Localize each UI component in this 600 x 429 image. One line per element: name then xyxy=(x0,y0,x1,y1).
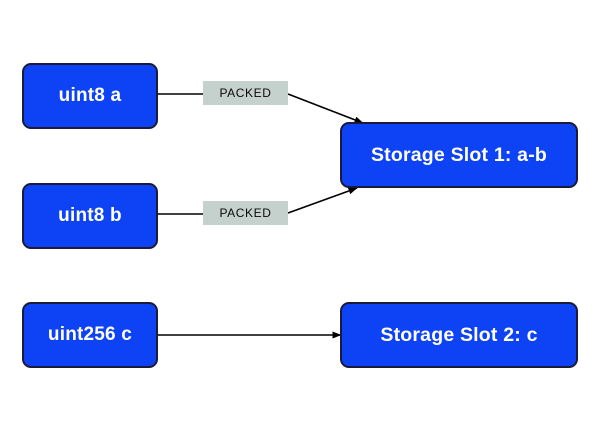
node-storage-slot-1[interactable]: Storage Slot 1: a-b xyxy=(340,122,578,188)
node-storage-slot-1-label: Storage Slot 1: a-b xyxy=(370,143,548,166)
node-variable-a-label: uint8 a xyxy=(58,85,122,106)
edge-packed-to-slot1-from-b xyxy=(287,187,358,214)
node-variable-a[interactable]: uint8 a xyxy=(22,63,158,129)
node-variable-b[interactable]: uint8 b xyxy=(22,183,158,249)
node-storage-slot-2[interactable]: Storage Slot 2: c xyxy=(340,302,578,368)
edge-packed-to-slot1-from-a xyxy=(287,93,364,124)
edge-label-packed-a-text: PACKED xyxy=(219,86,272,100)
node-variable-c-label: uint256 c xyxy=(47,324,133,345)
edge-label-packed-b-text: PACKED xyxy=(219,206,272,220)
node-variable-b-label: uint8 b xyxy=(58,205,122,226)
node-storage-slot-2-label: Storage Slot 2: c xyxy=(380,323,538,346)
node-variable-c[interactable]: uint256 c xyxy=(22,302,158,368)
edge-label-packed-b: PACKED xyxy=(203,201,288,225)
edge-label-packed-a: PACKED xyxy=(203,81,288,105)
